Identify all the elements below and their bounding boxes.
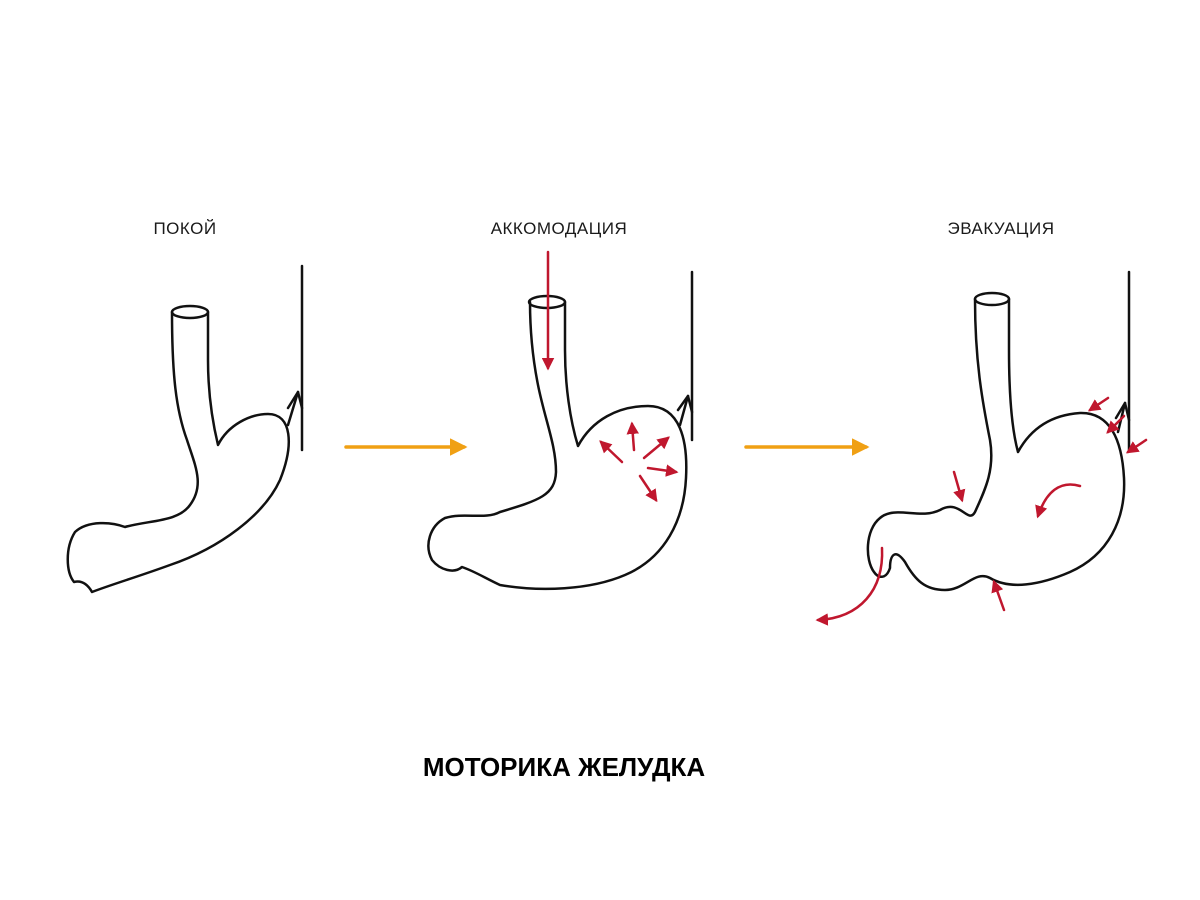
main-title: МОТОРИКА ЖЕЛУДКА <box>423 752 706 782</box>
stage-label-accommodation: АККОМОДАЦИЯ <box>491 219 628 238</box>
stage-label-rest: ПОКОЙ <box>153 219 216 238</box>
accommodation-motion-arrows <box>541 250 679 503</box>
stomach-evacuation <box>866 270 1131 592</box>
stomach-rest <box>66 264 304 594</box>
stage-label-evacuation: ЭВАКУАЦИЯ <box>948 219 1055 238</box>
stomach-accommodation <box>427 270 694 591</box>
evacuation-motion-arrows <box>815 396 1148 626</box>
